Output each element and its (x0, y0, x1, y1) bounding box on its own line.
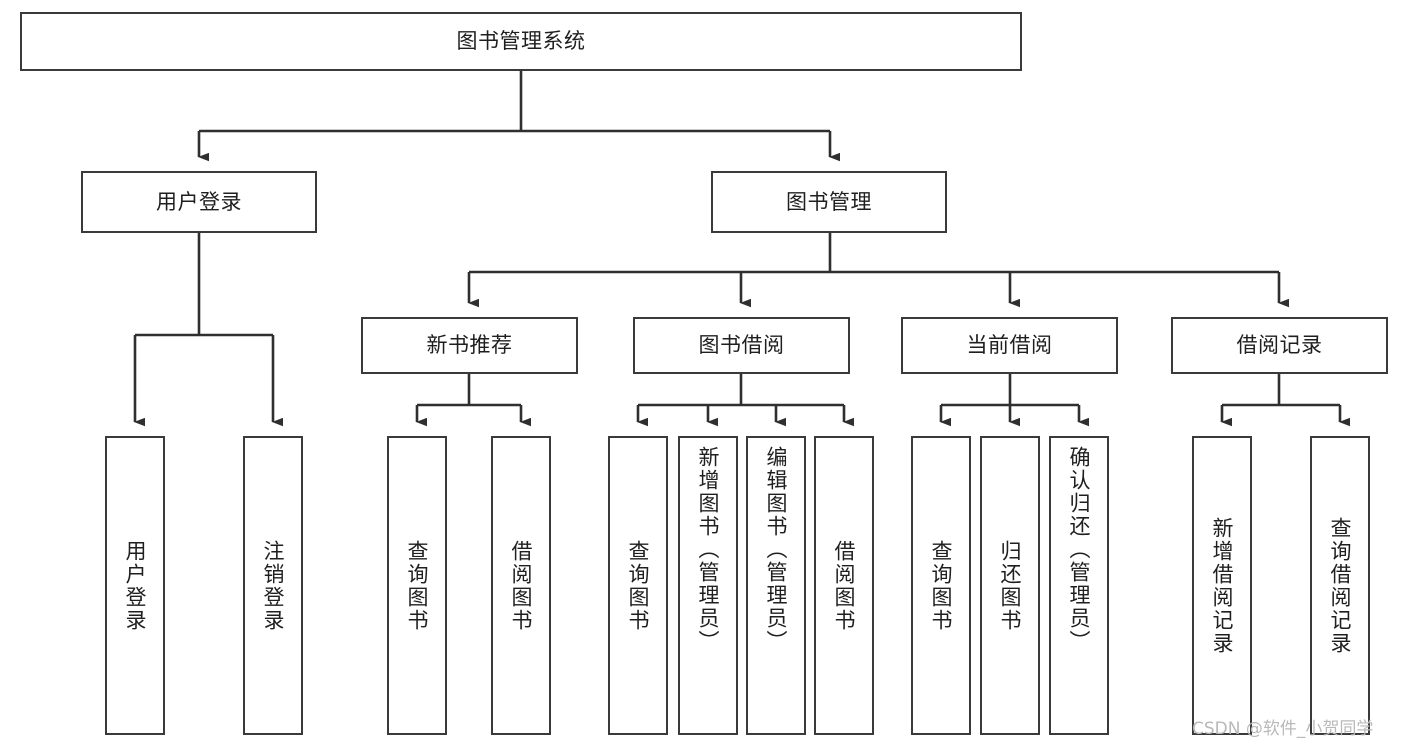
leaf-confirm-return-admin[interactable]: 确认归还（管理员） (1049, 436, 1109, 735)
node-label: 用户登录 (156, 189, 242, 214)
node-label: 借阅图书 (509, 539, 534, 632)
leaf-logout-login[interactable]: 注销登录 (243, 436, 303, 735)
node-new-book-recommend[interactable]: 新书推荐 (361, 317, 578, 374)
csdn-watermark: CSDN @软件_小贺同学 (1192, 719, 1374, 739)
node-label: 注销登录 (261, 539, 286, 632)
node-label: 借阅记录 (1236, 333, 1323, 358)
node-user-login[interactable]: 用户登录 (81, 171, 317, 233)
node-label: 确认归还（管理员） (1067, 446, 1092, 653)
leaf-query-book-borrow[interactable]: 查询图书 (608, 436, 668, 735)
node-book-borrow[interactable]: 图书借阅 (633, 317, 850, 374)
leaf-edit-book-admin[interactable]: 编辑图书（管理员） (746, 436, 806, 735)
node-label: 图书管理系统 (456, 29, 586, 54)
node-label: 编辑图书（管理员） (764, 446, 789, 653)
leaf-borrow-book-borrow[interactable]: 借阅图书 (814, 436, 874, 735)
node-label: 新增图书（管理员） (696, 446, 721, 653)
leaf-query-borrow-record[interactable]: 查询借阅记录 (1310, 436, 1370, 735)
node-label: 归还图书 (998, 539, 1023, 632)
node-label: 图书借阅 (698, 333, 785, 358)
leaf-query-book-current[interactable]: 查询图书 (911, 436, 971, 735)
leaf-return-book[interactable]: 归还图书 (980, 436, 1040, 735)
node-label: 新增借阅记录 (1210, 516, 1235, 655)
node-label: 图书管理 (786, 189, 872, 214)
node-label: 查询图书 (405, 539, 430, 632)
node-label: 查询借阅记录 (1328, 516, 1353, 655)
node-label: 用户登录 (123, 539, 148, 632)
leaf-add-book-admin[interactable]: 新增图书（管理员） (678, 436, 738, 735)
node-borrow-record[interactable]: 借阅记录 (1171, 317, 1388, 374)
node-root-system[interactable]: 图书管理系统 (20, 12, 1022, 71)
leaf-query-book-recommend[interactable]: 查询图书 (387, 436, 447, 735)
node-label: 新书推荐 (426, 333, 513, 358)
node-label: 当前借阅 (966, 333, 1053, 358)
node-label: 查询图书 (929, 539, 954, 632)
node-book-manage[interactable]: 图书管理 (711, 171, 947, 233)
leaf-user-login[interactable]: 用户登录 (105, 436, 165, 735)
node-label: 借阅图书 (832, 539, 857, 632)
leaf-borrow-book-recommend[interactable]: 借阅图书 (491, 436, 551, 735)
node-label: 查询图书 (626, 539, 651, 632)
node-current-borrow[interactable]: 当前借阅 (901, 317, 1118, 374)
leaf-add-borrow-record[interactable]: 新增借阅记录 (1192, 436, 1252, 735)
